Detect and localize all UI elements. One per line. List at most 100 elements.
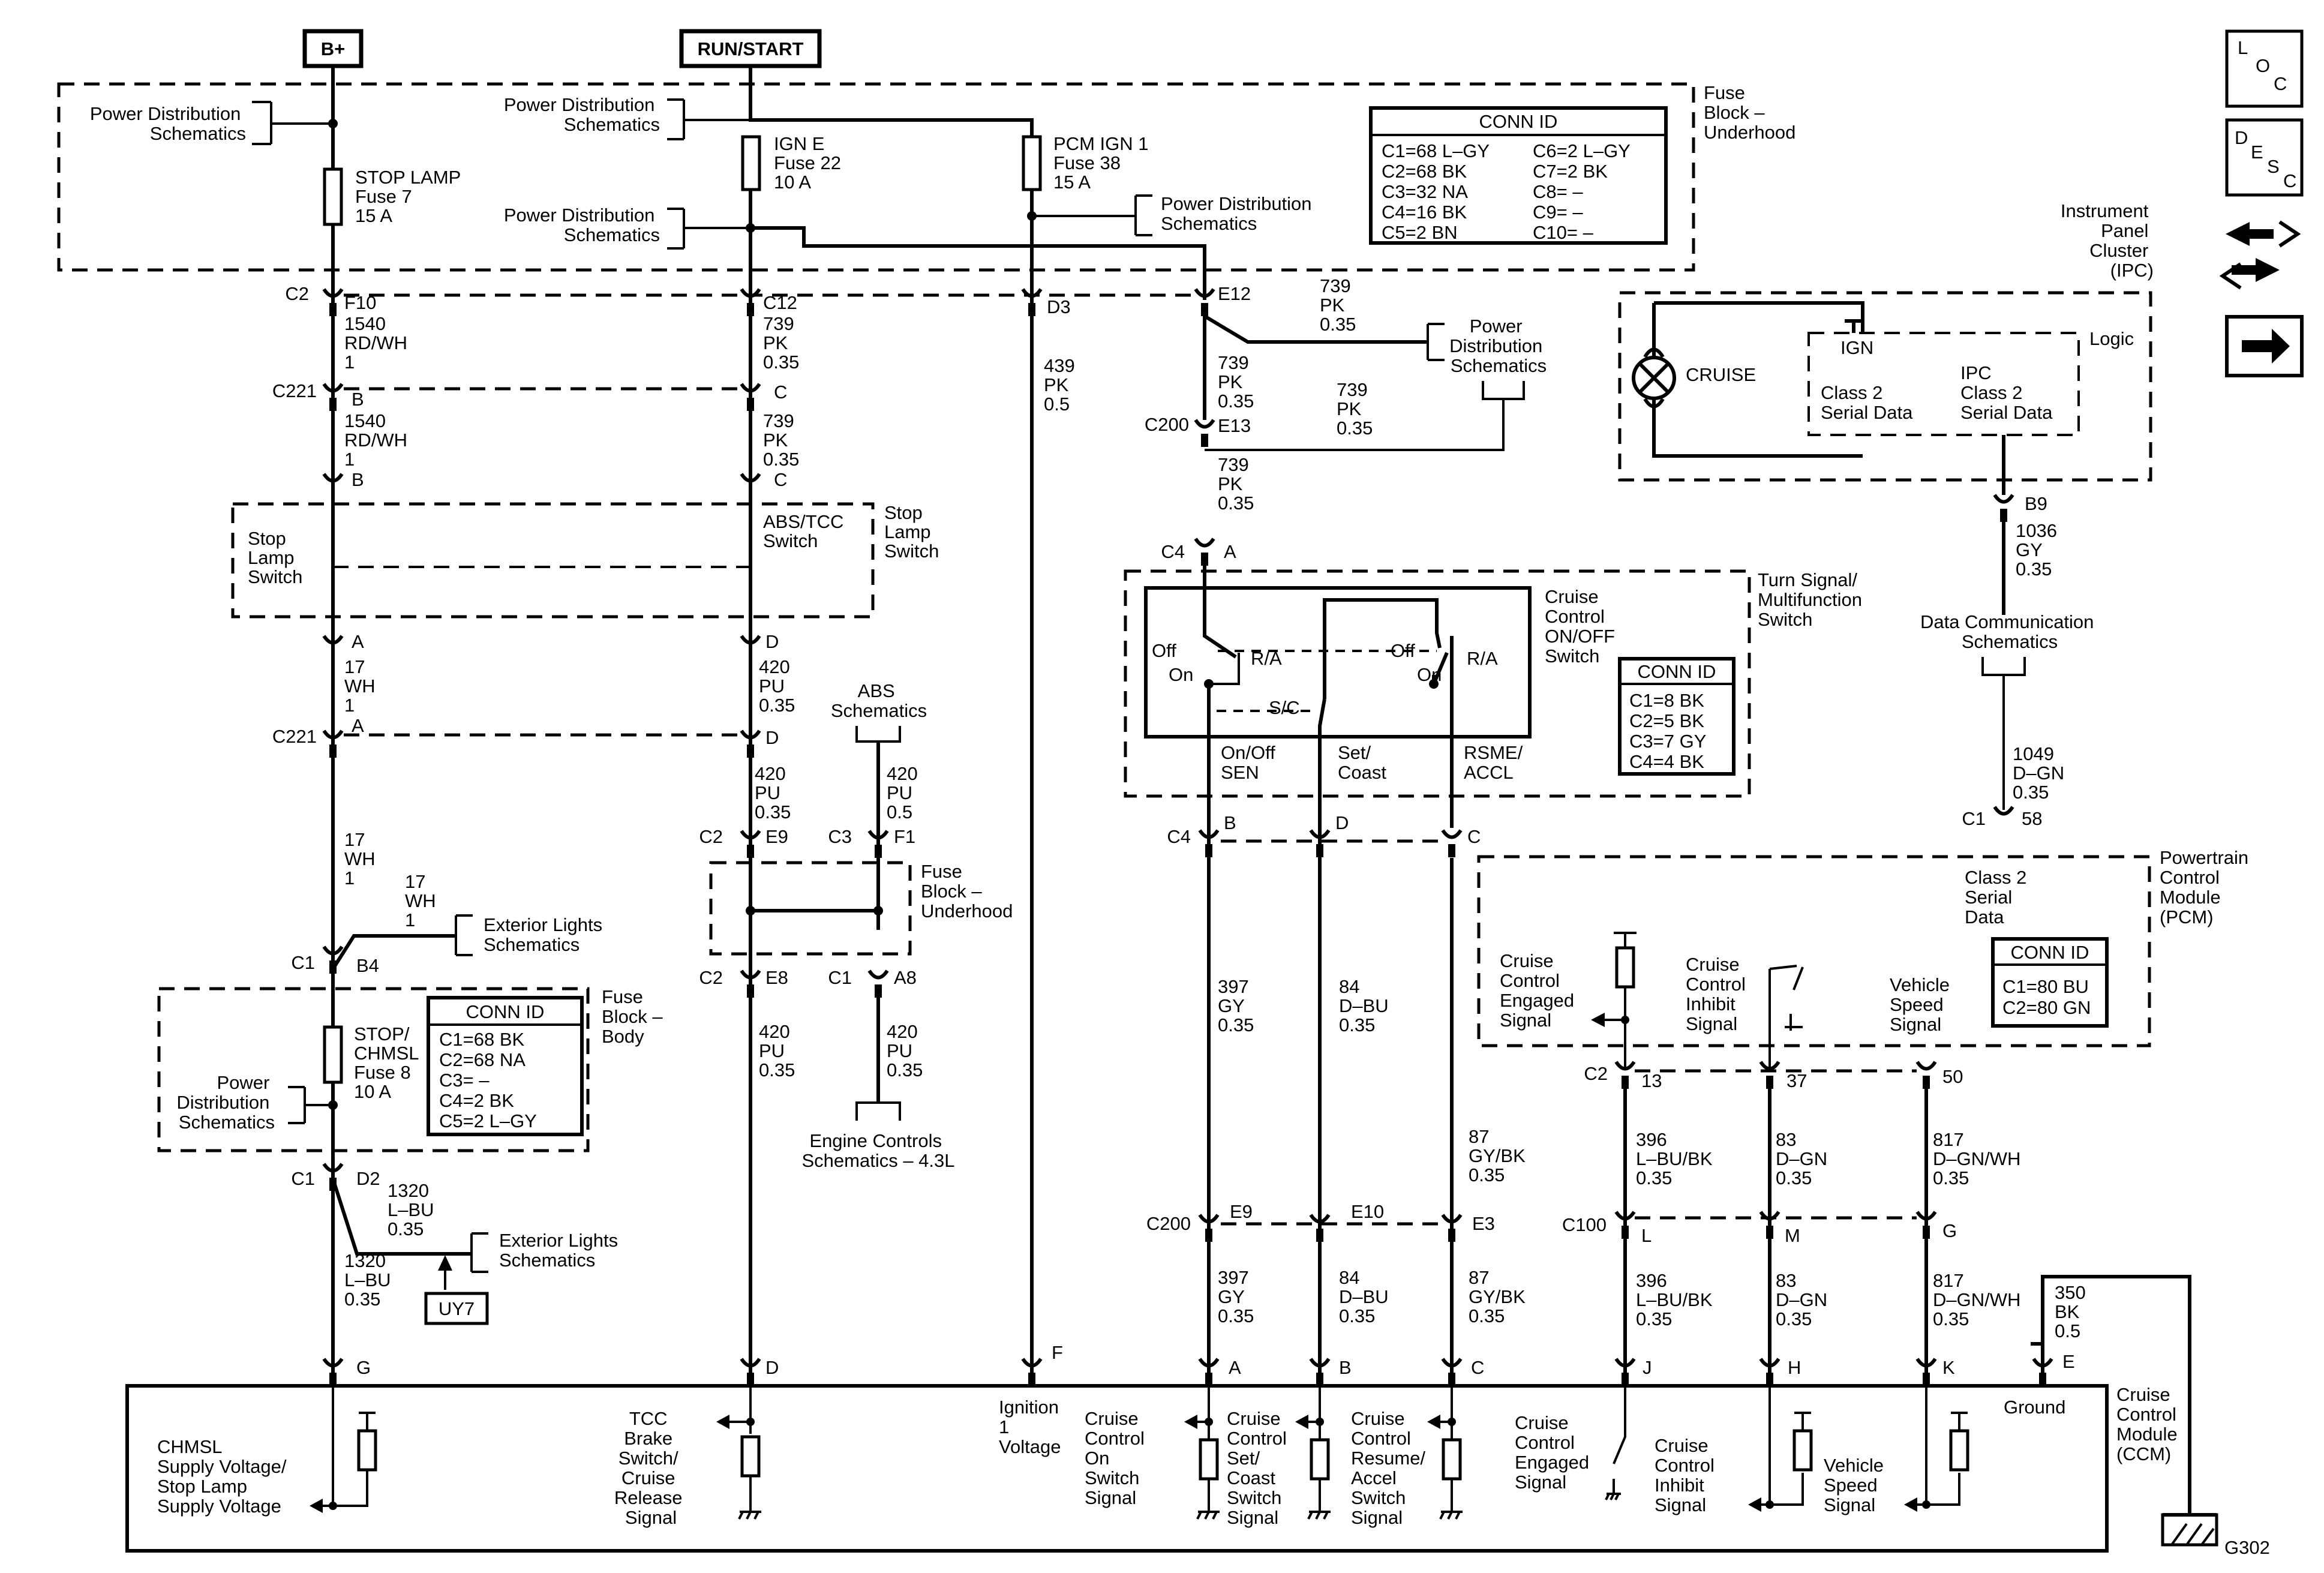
- svg-text:J: J: [1643, 1357, 1652, 1378]
- svg-text:C1=80 BU: C1=80 BU: [2002, 976, 2089, 997]
- ref-exterior-lights-1: Exterior Lights Schematics: [484, 914, 608, 955]
- fuse-stop-lamp: [323, 167, 343, 226]
- svg-text:F1: F1: [894, 826, 915, 847]
- ccm-engaged-label: Cruise Control Engaged Signal: [1515, 1412, 1595, 1493]
- svg-text:M: M: [1785, 1225, 1800, 1246]
- pcm-engaged-signal: Cruise Control Engaged Signal: [1500, 950, 1580, 1031]
- svg-text:C1=68 L–GY: C1=68 L–GY: [1382, 140, 1490, 161]
- turn-signal-switch-outline: [1124, 569, 1751, 798]
- wire-817-b: 817 D–GN/WH 0.35: [1933, 1270, 2026, 1329]
- svg-text:E10: E10: [1351, 1201, 1384, 1222]
- wire-420-a: 420 PU 0.35: [759, 656, 795, 716]
- conn-id-table-underhood: CONN ID C1=68 L–GY C2=68 BK C3=32 NA C4=…: [1369, 106, 1668, 245]
- ground-g302: [2161, 1513, 2218, 1547]
- wire-84-a: 84 D–BU 0.35: [1339, 976, 1394, 1035]
- svg-text:A8: A8: [894, 967, 917, 988]
- svg-text:R/A: R/A: [1467, 648, 1498, 669]
- wire-397-a: 397 GY 0.35: [1218, 976, 1254, 1035]
- svg-text:50: 50: [1942, 1066, 1963, 1087]
- svg-text:C200: C200: [1146, 1213, 1191, 1234]
- svg-text:37: 37: [1786, 1070, 1807, 1091]
- ccm-chmsl-circuit: [310, 1386, 377, 1513]
- ground-g302-label: G302: [2224, 1537, 2270, 1558]
- svg-text:IGN: IGN: [1840, 337, 1873, 358]
- supply-bplus-label: B+: [321, 38, 346, 59]
- loc-nav-icon[interactable]: L O C: [2225, 29, 2304, 108]
- svg-text:UY7: UY7: [439, 1298, 475, 1319]
- connector-row-top: [322, 288, 1215, 316]
- ccm-label: Cruise Control Module (CCM): [2116, 1384, 2182, 1464]
- wire-739-d: 739 PK 0.35: [1337, 379, 1373, 439]
- connector-end-view-icon[interactable]: [2219, 220, 2301, 290]
- conn-id-table-body: CONN ID C1=68 BK C2=68 NA C3= – C4=2 BK …: [427, 996, 584, 1136]
- wire-1320-b: 1320 L–BU 0.35: [344, 1250, 396, 1310]
- pcm-vehicle-speed-signal: Vehicle Speed Signal: [1890, 974, 1955, 1035]
- fuse-stop-lamp-label: STOP LAMP Fuse 7 15 A: [355, 167, 466, 226]
- ipc-outline: [1618, 291, 2152, 482]
- svg-text:C2=68 BK: C2=68 BK: [1382, 161, 1467, 182]
- svg-text:B: B: [352, 389, 364, 410]
- fuse-block-underhood-small-outline: [709, 861, 912, 956]
- wire-396-b: 396 L–BU/BK 0.35: [1636, 1270, 1718, 1329]
- ipc-label: Instrument Panel Cluster (IPC): [2061, 200, 2154, 281]
- wire-397-b: 397 GY 0.35: [1218, 1267, 1254, 1326]
- fuse-block-body-outline: [157, 987, 590, 1152]
- svg-text:C2: C2: [699, 967, 723, 988]
- svg-text:C4=16 BK: C4=16 BK: [1382, 202, 1467, 223]
- svg-text:C4: C4: [1167, 826, 1191, 847]
- fuse-stop-chmsl: [323, 1025, 343, 1084]
- svg-text:C4=2 BK: C4=2 BK: [439, 1090, 514, 1111]
- svg-text:13: 13: [1641, 1070, 1662, 1091]
- svg-text:S: S: [2267, 156, 2280, 177]
- svg-text:C3= –: C3= –: [439, 1070, 490, 1091]
- fuse-block-underhood-small-label: Fuse Block – Underhood: [921, 861, 1013, 921]
- svg-text:F: F: [1052, 1342, 1063, 1363]
- desc-nav-icon[interactable]: D E S C: [2225, 118, 2304, 197]
- ccm-inhibit-label: Cruise Control Inhibit Signal: [1655, 1435, 1720, 1515]
- wire-87-b: 87 GY/BK 0.35: [1469, 1267, 1530, 1326]
- pcm-outline: [1477, 855, 2151, 1047]
- svg-text:CONN ID: CONN ID: [466, 1001, 545, 1022]
- svg-text:B: B: [1224, 812, 1236, 833]
- ref-power-distribution-1: Power Distribution Schematics: [90, 103, 246, 144]
- svg-text:C100: C100: [1562, 1214, 1607, 1235]
- svg-text:C3=32 NA: C3=32 NA: [1382, 181, 1468, 202]
- svg-text:C221: C221: [272, 380, 317, 401]
- svg-text:E9: E9: [765, 826, 788, 847]
- option-uy7-box: [424, 1292, 489, 1325]
- svg-text:C: C: [774, 382, 787, 403]
- svg-text:A: A: [352, 631, 364, 652]
- svg-text:Logic: Logic: [2089, 328, 2134, 349]
- svg-text:C1: C1: [291, 1168, 315, 1189]
- svg-text:E13: E13: [1218, 415, 1251, 436]
- svg-text:C1: C1: [291, 952, 315, 973]
- svg-text:C200: C200: [1145, 414, 1189, 435]
- fuse-stop-chmsl-label: STOP/ CHMSL Fuse 8 10 A: [354, 1023, 424, 1102]
- ccm-outline: [125, 1384, 2109, 1553]
- svg-text:H: H: [1788, 1357, 1801, 1378]
- wire-17-a: 17 WH 1: [344, 656, 380, 716]
- svg-text:C3: C3: [828, 826, 852, 847]
- fuse-pcm-ign1: [1022, 135, 1042, 191]
- ccm-ground-label: Ground: [2004, 1397, 2065, 1418]
- svg-text:C: C: [1471, 1357, 1484, 1378]
- supply-runstart: RUN/START: [679, 29, 822, 68]
- svg-text:C1=68 BK: C1=68 BK: [439, 1029, 525, 1050]
- wire-83-a: 83 D–GN 0.35: [1776, 1129, 1833, 1188]
- svg-text:D: D: [765, 1357, 779, 1378]
- next-page-arrow-icon[interactable]: [2225, 315, 2304, 377]
- svg-text:C: C: [774, 469, 787, 490]
- fuse-block-underhood-outline: [57, 82, 1695, 272]
- wire-739-a: 739 PK 0.35: [763, 313, 799, 373]
- wire-17-c: 17 WH 1: [405, 871, 441, 930]
- svg-text:58: 58: [2022, 808, 2042, 829]
- wire-396-a: 396 L–BU/BK 0.35: [1636, 1129, 1718, 1188]
- ipc-class2-serial-right: IPC Class 2 Serial Data: [1960, 362, 2053, 423]
- svg-text:C1: C1: [828, 967, 852, 988]
- fuse-pcm-ign1-label: PCM IGN 1 Fuse 38 15 A: [1053, 133, 1154, 193]
- svg-text:D: D: [2235, 127, 2248, 148]
- wire-1049: 1049 D–GN 0.35: [2013, 743, 2070, 803]
- svg-text:C3=7 GY: C3=7 GY: [1629, 731, 1706, 752]
- switch-set-coast: Set/ Coast: [1338, 742, 1386, 783]
- svg-text:CONN ID: CONN ID: [2011, 942, 2089, 963]
